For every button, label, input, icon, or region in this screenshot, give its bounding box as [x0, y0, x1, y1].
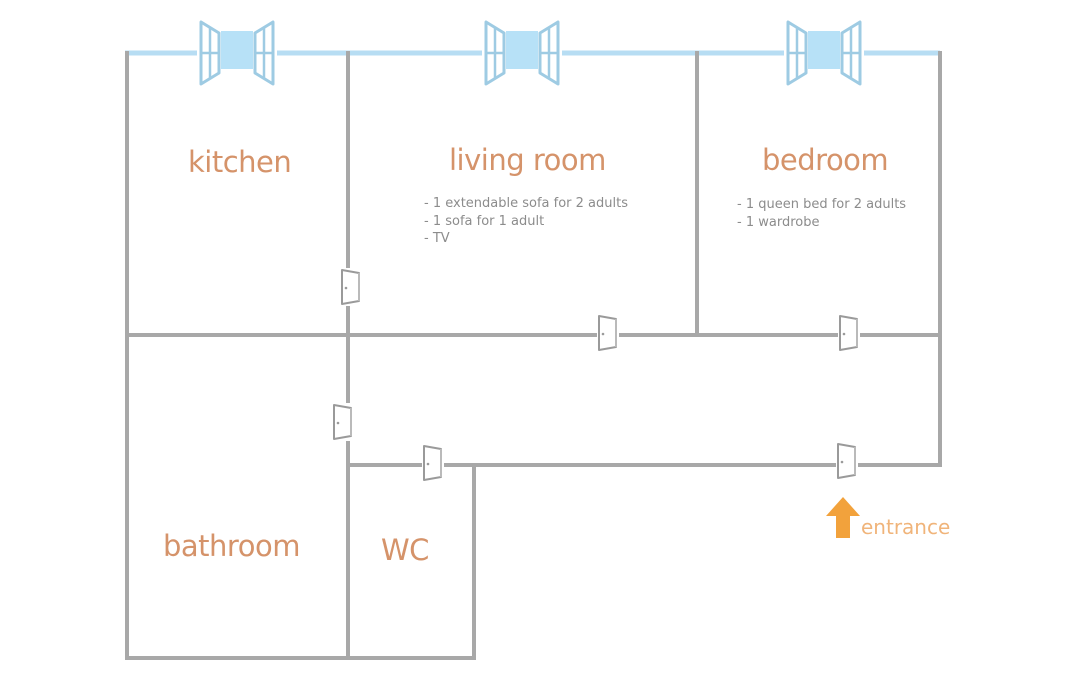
door-icon — [339, 267, 363, 307]
window-icon — [195, 17, 279, 89]
kitchen-label: kitchen — [188, 145, 292, 179]
window-icon — [782, 17, 866, 89]
door-icon — [331, 402, 355, 442]
window-icon — [480, 17, 564, 89]
door-icon — [835, 441, 859, 481]
list-item: - 1 wardrobe — [737, 214, 820, 230]
arrow-up-icon — [826, 497, 860, 538]
list-item: - TV — [424, 231, 450, 246]
list-item: - 1 sofa for 1 adult — [424, 213, 545, 229]
living-room-label: living room — [449, 143, 606, 177]
door-icon — [837, 313, 861, 353]
bedroom-label: bedroom — [762, 143, 889, 177]
door-icon — [421, 443, 445, 483]
list-item: - 1 extendable sofa for 2 adults — [424, 196, 628, 211]
wc-label: WC — [381, 533, 429, 567]
list-item: - 1 queen bed for 2 adults — [737, 197, 907, 212]
living-room-furniture-list: - 1 extendable sofa for 2 adults - 1 sof… — [424, 195, 628, 248]
entrance-label: entrance — [861, 515, 951, 539]
bedroom-furniture-list: - 1 queen bed for 2 adults - 1 wardrobe — [737, 196, 906, 231]
door-icon — [596, 313, 620, 353]
bathroom-label: bathroom — [163, 529, 300, 563]
